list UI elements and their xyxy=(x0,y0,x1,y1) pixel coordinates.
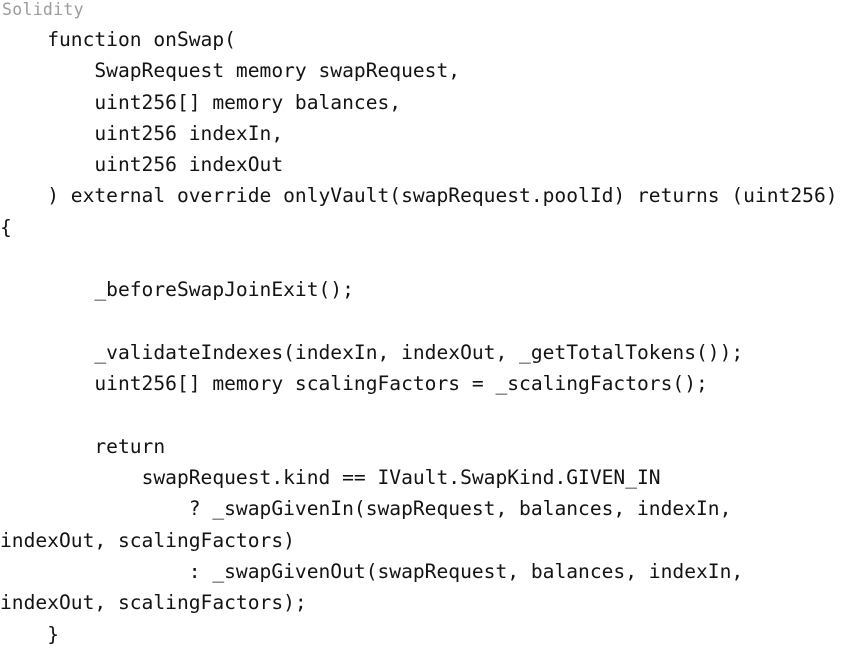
code-content-area: function onSwap( SwapRequest memory swap… xyxy=(0,24,843,650)
language-label: Solidity xyxy=(2,0,84,19)
code-source-text[interactable]: function onSwap( SwapRequest memory swap… xyxy=(0,28,838,646)
